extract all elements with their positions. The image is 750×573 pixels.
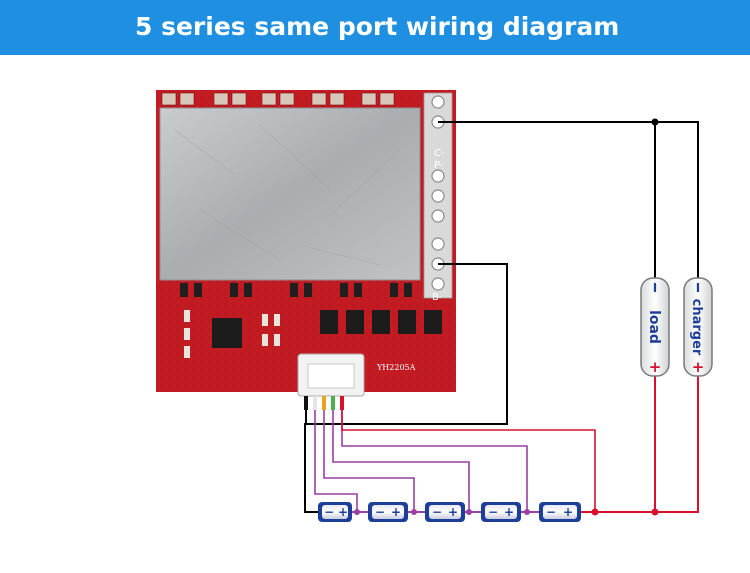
charger-negative-sign: I [696, 281, 700, 295]
battery-cell-3: − + [425, 502, 465, 522]
cell-5-positive: + [563, 505, 573, 519]
positive-junction-dots [591, 508, 659, 516]
cell-2-positive: + [391, 505, 401, 519]
battery-cell-4: − + [481, 502, 521, 522]
battery-cell-2: − + [368, 502, 408, 522]
title-banner: 5 series same port wiring diagram [0, 0, 750, 55]
cell-1-negative: − [324, 505, 334, 519]
balance-mosfets [320, 310, 442, 334]
wire-battery-negative [304, 263, 508, 513]
page-title: 5 series same port wiring diagram [135, 12, 620, 41]
board-model-label: YH2205A [376, 363, 416, 372]
load-negative-sign: I [653, 281, 657, 295]
top-pads [161, 92, 395, 106]
wire-battery-positive [580, 372, 699, 513]
cell-3-positive: + [448, 505, 458, 519]
terminal-holes [431, 95, 445, 291]
pad-label-b: B- [432, 292, 443, 303]
resistor-array [184, 310, 280, 358]
charger-device: I charger + [683, 277, 713, 377]
mosfet-row [180, 283, 412, 297]
battery-cell-1: − + [318, 502, 352, 522]
wire-balance-top [341, 410, 596, 512]
cell-4-positive: + [504, 505, 514, 519]
charger-positive-sign: + [692, 358, 705, 376]
load-positive-sign: + [649, 358, 662, 376]
cell-5-negative: − [546, 505, 556, 519]
pad-label-c: C- [434, 148, 445, 159]
cell-1-positive: + [338, 505, 348, 519]
cell-3-negative: − [432, 505, 442, 519]
charger-label: charger [689, 299, 704, 356]
battery-cell-5: − + [539, 502, 581, 522]
load-label: load [646, 310, 662, 344]
balance-wires [314, 410, 528, 512]
junction-dot-negative [651, 118, 659, 126]
heatsink-plate [159, 107, 421, 281]
load-device: I load + [640, 277, 670, 377]
heatsink-texture [174, 124, 401, 266]
bms-board: C- P- B- YH2205A [156, 90, 456, 397]
control-ic [212, 318, 242, 348]
balance-lead-stubs [304, 396, 344, 410]
pad-label-p: P- [434, 160, 444, 171]
wiring-diagram: C- P- B- YH2205A [156, 90, 713, 522]
cell-2-negative: − [375, 505, 385, 519]
cell-4-negative: − [488, 505, 498, 519]
wire-output-negative [438, 121, 699, 278]
